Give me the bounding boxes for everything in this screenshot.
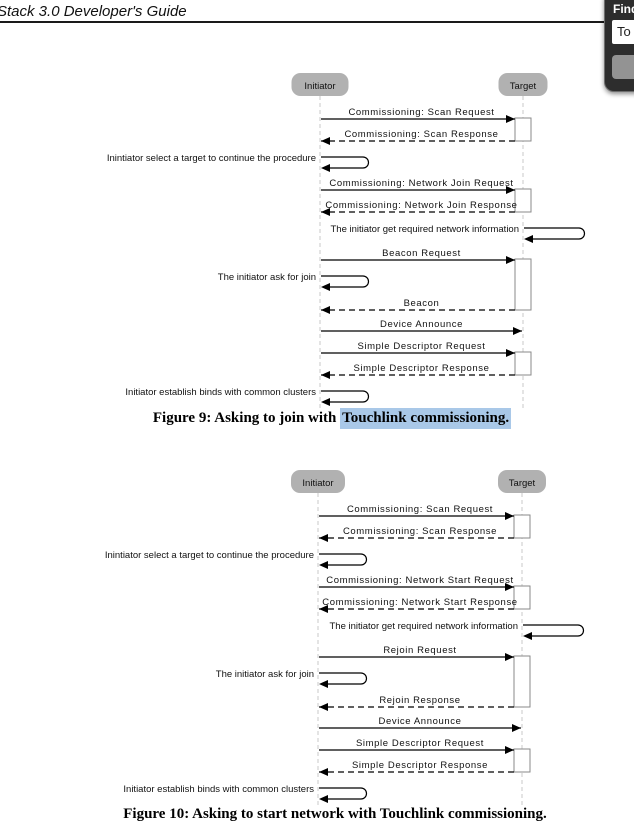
- arrowhead: [321, 164, 330, 172]
- arrowhead: [319, 605, 328, 613]
- message-label: Rejoin Response: [379, 695, 460, 706]
- self-message-label: The initiator ask for join: [216, 669, 314, 680]
- find-popup-title: Find: [613, 2, 634, 16]
- message-label: Simple Descriptor Response: [352, 760, 488, 771]
- activation-box: [513, 514, 531, 539]
- header-rule: [0, 21, 605, 23]
- arrowhead: [319, 703, 328, 711]
- find-input-value: To: [617, 24, 631, 39]
- arrowhead: [321, 137, 330, 145]
- self-message-label: The initiator ask for join: [218, 272, 316, 283]
- arrowhead: [506, 349, 515, 357]
- document-header-title: Stack 3.0 Developer's Guide: [0, 3, 187, 20]
- message-label: Simple Descriptor Request: [358, 341, 486, 352]
- figure-10-caption-text: Figure 10: Asking to start network with …: [123, 806, 547, 822]
- self-message-label: Initiator establish binds with common cl…: [123, 784, 314, 795]
- figure-9-caption-search-highlight: Touchlink commissioning.: [340, 408, 512, 429]
- self-message-label: The initiator get required network infor…: [330, 224, 519, 235]
- activation-box: [513, 655, 531, 708]
- message-label: Commissioning: Network Join Request: [329, 178, 513, 189]
- self-message-arrow: [321, 390, 370, 403]
- message-label: Commissioning: Scan Request: [347, 504, 493, 515]
- message-label: Simple Descriptor Response: [354, 363, 490, 374]
- arrowhead: [321, 398, 330, 406]
- activation-box: [514, 258, 532, 311]
- arrowhead: [523, 632, 532, 640]
- message-label: Commissioning: Scan Response: [343, 526, 497, 537]
- arrowhead: [513, 327, 522, 335]
- actor-box: [291, 73, 349, 96]
- self-message-arrow: [319, 787, 368, 800]
- activation-box: [514, 351, 532, 376]
- self-message-arrow: [524, 227, 586, 240]
- message-label: Device Announce: [380, 319, 463, 330]
- activation-box: [514, 188, 532, 213]
- arrowhead: [505, 512, 514, 520]
- arrowhead: [319, 561, 328, 569]
- activation-box: [513, 585, 531, 610]
- find-popup: Find To: [604, 0, 634, 92]
- arrowhead: [319, 795, 328, 803]
- figure-9-caption-text: Figure 9: Asking to join with: [152, 410, 341, 426]
- arrowhead: [505, 653, 514, 661]
- message-label: Commissioning: Network Join Response: [325, 200, 517, 211]
- find-search-input[interactable]: To: [612, 20, 634, 44]
- find-popup-button[interactable]: [612, 55, 634, 79]
- arrowhead: [321, 283, 330, 291]
- self-message-arrow: [321, 156, 370, 169]
- self-message-arrow: [523, 624, 585, 637]
- self-message-label: Inintiator select a target to continue t…: [105, 550, 314, 561]
- arrowhead: [319, 680, 328, 688]
- arrowhead: [524, 235, 533, 243]
- message-label: Rejoin Request: [383, 645, 456, 656]
- self-message-arrow: [321, 275, 370, 288]
- actor-label: Target: [509, 478, 536, 489]
- arrowhead: [505, 746, 514, 754]
- activation-box: [513, 748, 531, 773]
- arrowhead: [505, 583, 514, 591]
- arrowhead: [506, 256, 515, 264]
- actor-label: Initiator: [304, 81, 335, 92]
- figure-10-caption: Figure 10: Asking to start network with …: [18, 806, 634, 823]
- self-message-arrow: [319, 553, 368, 566]
- actor-label: Target: [510, 81, 537, 92]
- message-label: Device Announce: [379, 716, 462, 727]
- actor-box: [291, 470, 345, 493]
- arrowhead: [319, 534, 328, 542]
- message-label: Commissioning: Scan Request: [348, 107, 494, 118]
- arrowhead: [321, 208, 330, 216]
- message-label: Beacon: [404, 298, 440, 309]
- message-label: Commissioning: Network Start Response: [322, 597, 517, 608]
- arrowhead: [321, 306, 330, 314]
- activation-box: [514, 117, 532, 142]
- self-message-arrow: [319, 672, 368, 685]
- arrowhead: [319, 768, 328, 776]
- arrowhead: [321, 371, 330, 379]
- message-label: Simple Descriptor Request: [356, 738, 484, 749]
- self-message-label: Initiator establish binds with common cl…: [125, 387, 316, 398]
- self-message-label: Inintiator select a target to continue t…: [107, 153, 316, 164]
- arrowhead: [512, 724, 521, 732]
- actor-box: [498, 470, 546, 493]
- actor-box: [498, 73, 548, 96]
- arrowhead: [506, 186, 515, 194]
- message-label: Commissioning: Scan Response: [344, 129, 498, 140]
- message-label: Beacon Request: [382, 248, 461, 259]
- arrowhead: [506, 115, 515, 123]
- self-message-label: The initiator get required network infor…: [329, 621, 518, 632]
- figure-9-caption: Figure 9: Asking to join with Touchlink …: [15, 408, 634, 429]
- message-label: Commissioning: Network Start Request: [326, 575, 513, 586]
- actor-label: Initiator: [302, 478, 333, 489]
